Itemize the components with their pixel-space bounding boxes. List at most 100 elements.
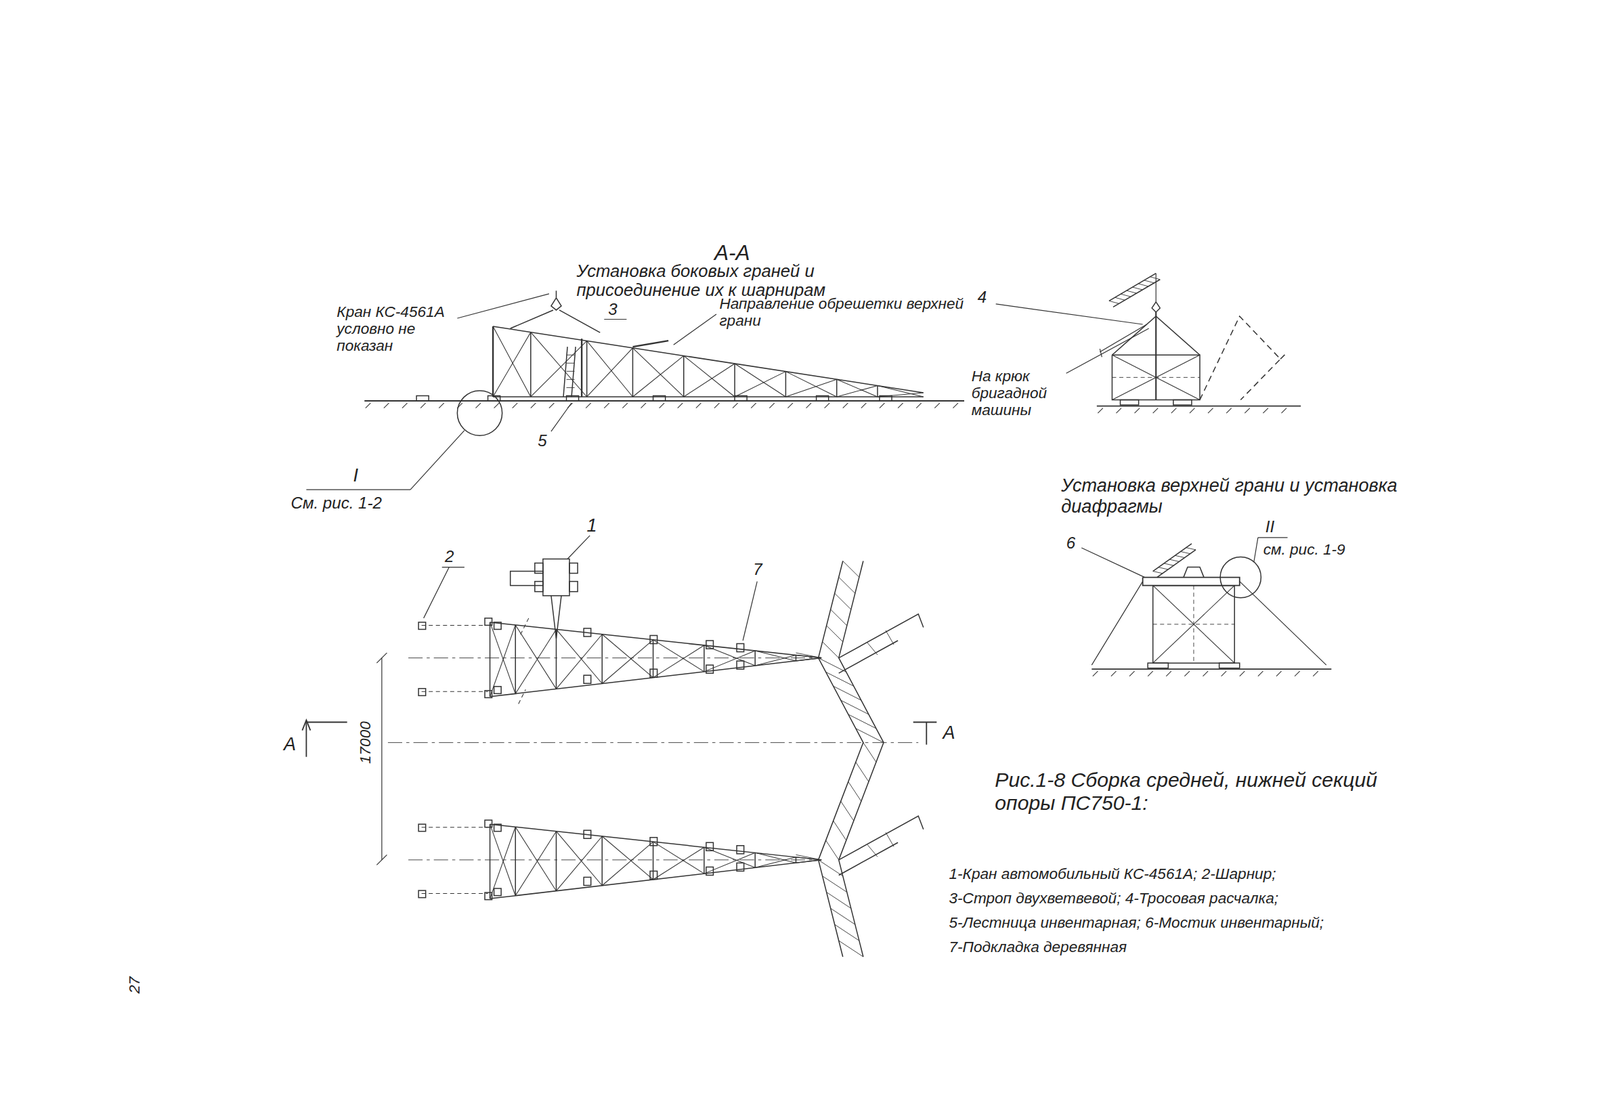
- drawing-line: [754, 852, 796, 863]
- drawing-line: [1099, 348, 1102, 357]
- drawing-line: [840, 700, 869, 715]
- drawing-line: [603, 402, 610, 409]
- drawing-line: [1066, 328, 1150, 374]
- drawing-path: [838, 614, 924, 659]
- pad-block: [569, 563, 578, 574]
- drawing-line: [1258, 536, 1288, 538]
- drawing-label: Кран КС-4561А условно не показан: [336, 303, 458, 355]
- drawing-line: [885, 832, 894, 847]
- drawing-line: [653, 645, 705, 678]
- drawing-path: [492, 326, 494, 397]
- drawing-line: [490, 826, 516, 899]
- drawing-line: [838, 576, 856, 594]
- drawing-line: [876, 385, 879, 397]
- drawing-line: [586, 340, 588, 397]
- drawing-line: [696, 402, 702, 409]
- drawing-label: 6: [1066, 533, 1076, 552]
- drawing-line: [836, 385, 878, 397]
- pad-block: [879, 395, 892, 401]
- pad-block: [583, 830, 592, 839]
- drawing-line: [383, 402, 390, 409]
- drawing-line: [704, 650, 755, 672]
- pad-block: [653, 395, 666, 401]
- drawing-line: [555, 831, 602, 886]
- drawing-line: [622, 402, 628, 409]
- drawing-line: [563, 346, 568, 397]
- drawing-label: 27: [125, 976, 143, 994]
- drawing-line: [585, 402, 592, 409]
- drawing-path: [490, 622, 823, 659]
- drawing-line: [673, 314, 717, 345]
- drawing-line: [1109, 300, 1120, 304]
- drawing-line: [1174, 555, 1185, 558]
- drawing-line: [566, 379, 575, 380]
- drawing-line: [492, 332, 531, 397]
- pad-block: [706, 664, 714, 674]
- drawing-line: [555, 634, 602, 690]
- pad-block: [484, 819, 493, 828]
- drawing-line: [1138, 283, 1149, 287]
- drawing-label: 17000: [356, 721, 374, 765]
- drawing-path: [551, 595, 562, 639]
- legend-key-line: 7-Подкладка деревянная: [949, 938, 1128, 956]
- drawing-line: [848, 714, 877, 729]
- drawing-label: II: [1265, 517, 1275, 536]
- drawing-label: А-А: [714, 241, 751, 265]
- drawing-line: [1189, 408, 1196, 414]
- drawing-line: [1081, 547, 1145, 578]
- drawing-line: [653, 841, 705, 874]
- drawing-line: [653, 847, 705, 880]
- drawing-path: [490, 859, 823, 899]
- drawing-line: [587, 340, 634, 397]
- drawing-path: [1183, 567, 1204, 578]
- drawing-line: [421, 624, 489, 626]
- drawing-line: [1115, 297, 1126, 300]
- drawing-line: [601, 836, 604, 886]
- drawing-line: [934, 402, 940, 409]
- drawing-line: [754, 655, 796, 667]
- drawing-line: [703, 645, 705, 672]
- drawing-line: [475, 402, 481, 409]
- drawing-line: [1258, 671, 1264, 677]
- drawing-line: [515, 624, 556, 689]
- drawing-line: [492, 326, 531, 397]
- pad-block: [418, 824, 426, 832]
- drawing-line: [836, 379, 838, 397]
- drawing-label: 1: [587, 515, 598, 536]
- pad-block: [1120, 399, 1139, 405]
- pad-block: [706, 640, 714, 649]
- drawing-line: [734, 371, 786, 397]
- drawing-line: [652, 841, 655, 880]
- drawing-line: [952, 402, 959, 409]
- drawing-line: [1280, 352, 1288, 360]
- drawing-line: [555, 290, 558, 298]
- drawing-line: [514, 826, 516, 896]
- pad-block: [706, 866, 714, 875]
- pad-block: [650, 668, 658, 678]
- drawing-line: [754, 852, 756, 868]
- drawing-line: [1153, 571, 1163, 574]
- pad-block: [734, 395, 747, 401]
- drawing-line: [1221, 671, 1227, 677]
- drawing-line: [515, 831, 556, 896]
- drawing-line: [1092, 671, 1099, 677]
- drawing-line: [1193, 585, 1194, 663]
- drawing-line: [376, 854, 387, 865]
- drawing-line: [632, 348, 684, 397]
- drawing-line: [1111, 354, 1200, 400]
- drawing-line: [420, 402, 426, 409]
- drawing-line: [795, 854, 822, 860]
- drawing-line: [677, 402, 684, 409]
- drawing-line: [601, 634, 653, 678]
- drawing-line: [1253, 537, 1259, 562]
- drawing-line: [365, 402, 372, 409]
- drawing-line: [601, 634, 604, 684]
- drawing-line: [785, 379, 837, 397]
- drawing-line: [750, 402, 757, 409]
- drawing-line: [1120, 293, 1131, 297]
- drawing-label: На крюк бригадной машины: [971, 367, 1074, 420]
- drawing-line: [714, 402, 720, 409]
- drawing-line: [754, 857, 796, 869]
- drawing-line: [601, 841, 653, 886]
- drawing-line: [530, 332, 532, 397]
